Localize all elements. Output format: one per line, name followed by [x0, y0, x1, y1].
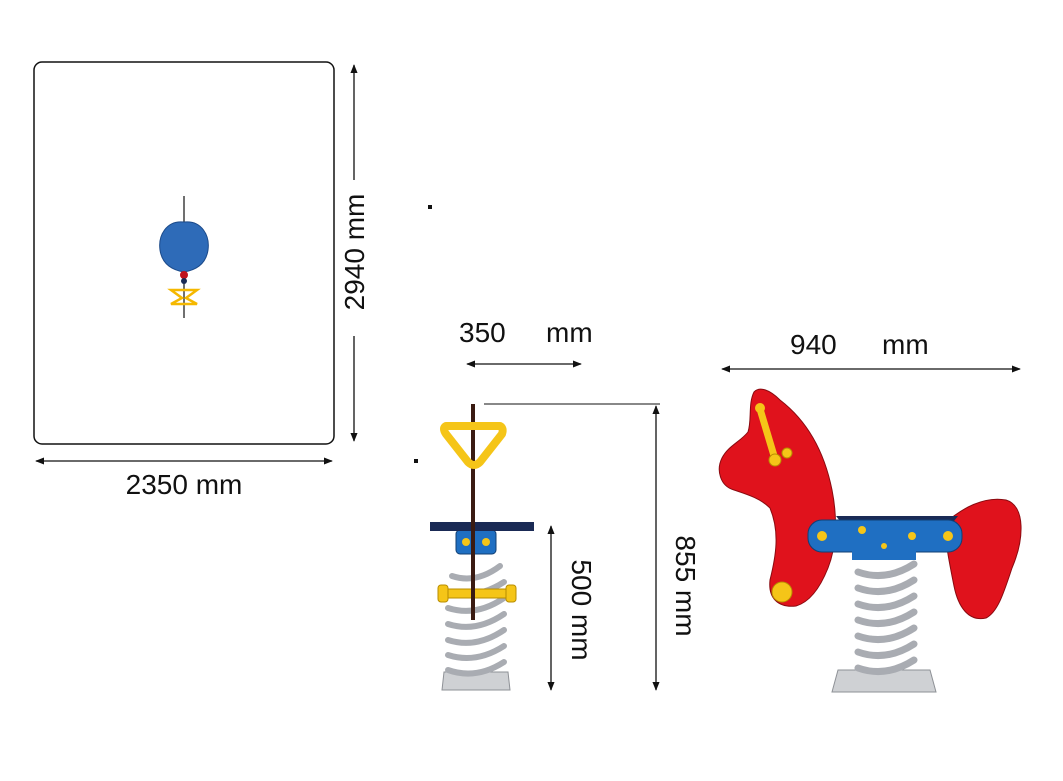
front-body-board [471, 404, 475, 620]
horse-spring [854, 560, 918, 676]
plan-view: 2350 mm 2940 mm [33, 61, 370, 500]
plan-view-horse-icon [159, 196, 209, 318]
side-width-unit: mm [546, 317, 593, 348]
speck-2 [414, 459, 418, 463]
horse-head [718, 388, 836, 607]
horse-footrest [771, 581, 793, 603]
side-view: 940 mm [718, 329, 1022, 693]
length-unit: mm [882, 329, 929, 360]
horse-base [831, 669, 937, 693]
front-seat [430, 522, 534, 531]
seat-height-label: 500 mm [566, 559, 597, 660]
side-width-value: 350 [459, 317, 506, 348]
front-view: 350 mm [430, 317, 701, 691]
horse-tail [943, 498, 1022, 620]
safety-area-outline [33, 61, 335, 445]
area-depth-label: 2940 mm [339, 194, 370, 311]
speck-1 [428, 205, 432, 209]
front-footrest [437, 584, 517, 603]
horse-handle [756, 405, 779, 463]
front-handle [440, 422, 507, 469]
front-base [441, 671, 511, 691]
front-spring [445, 563, 507, 677]
area-width-label: 2350 mm [126, 469, 243, 500]
length-value: 940 [790, 329, 837, 360]
total-height-label: 855 mm [670, 535, 701, 636]
